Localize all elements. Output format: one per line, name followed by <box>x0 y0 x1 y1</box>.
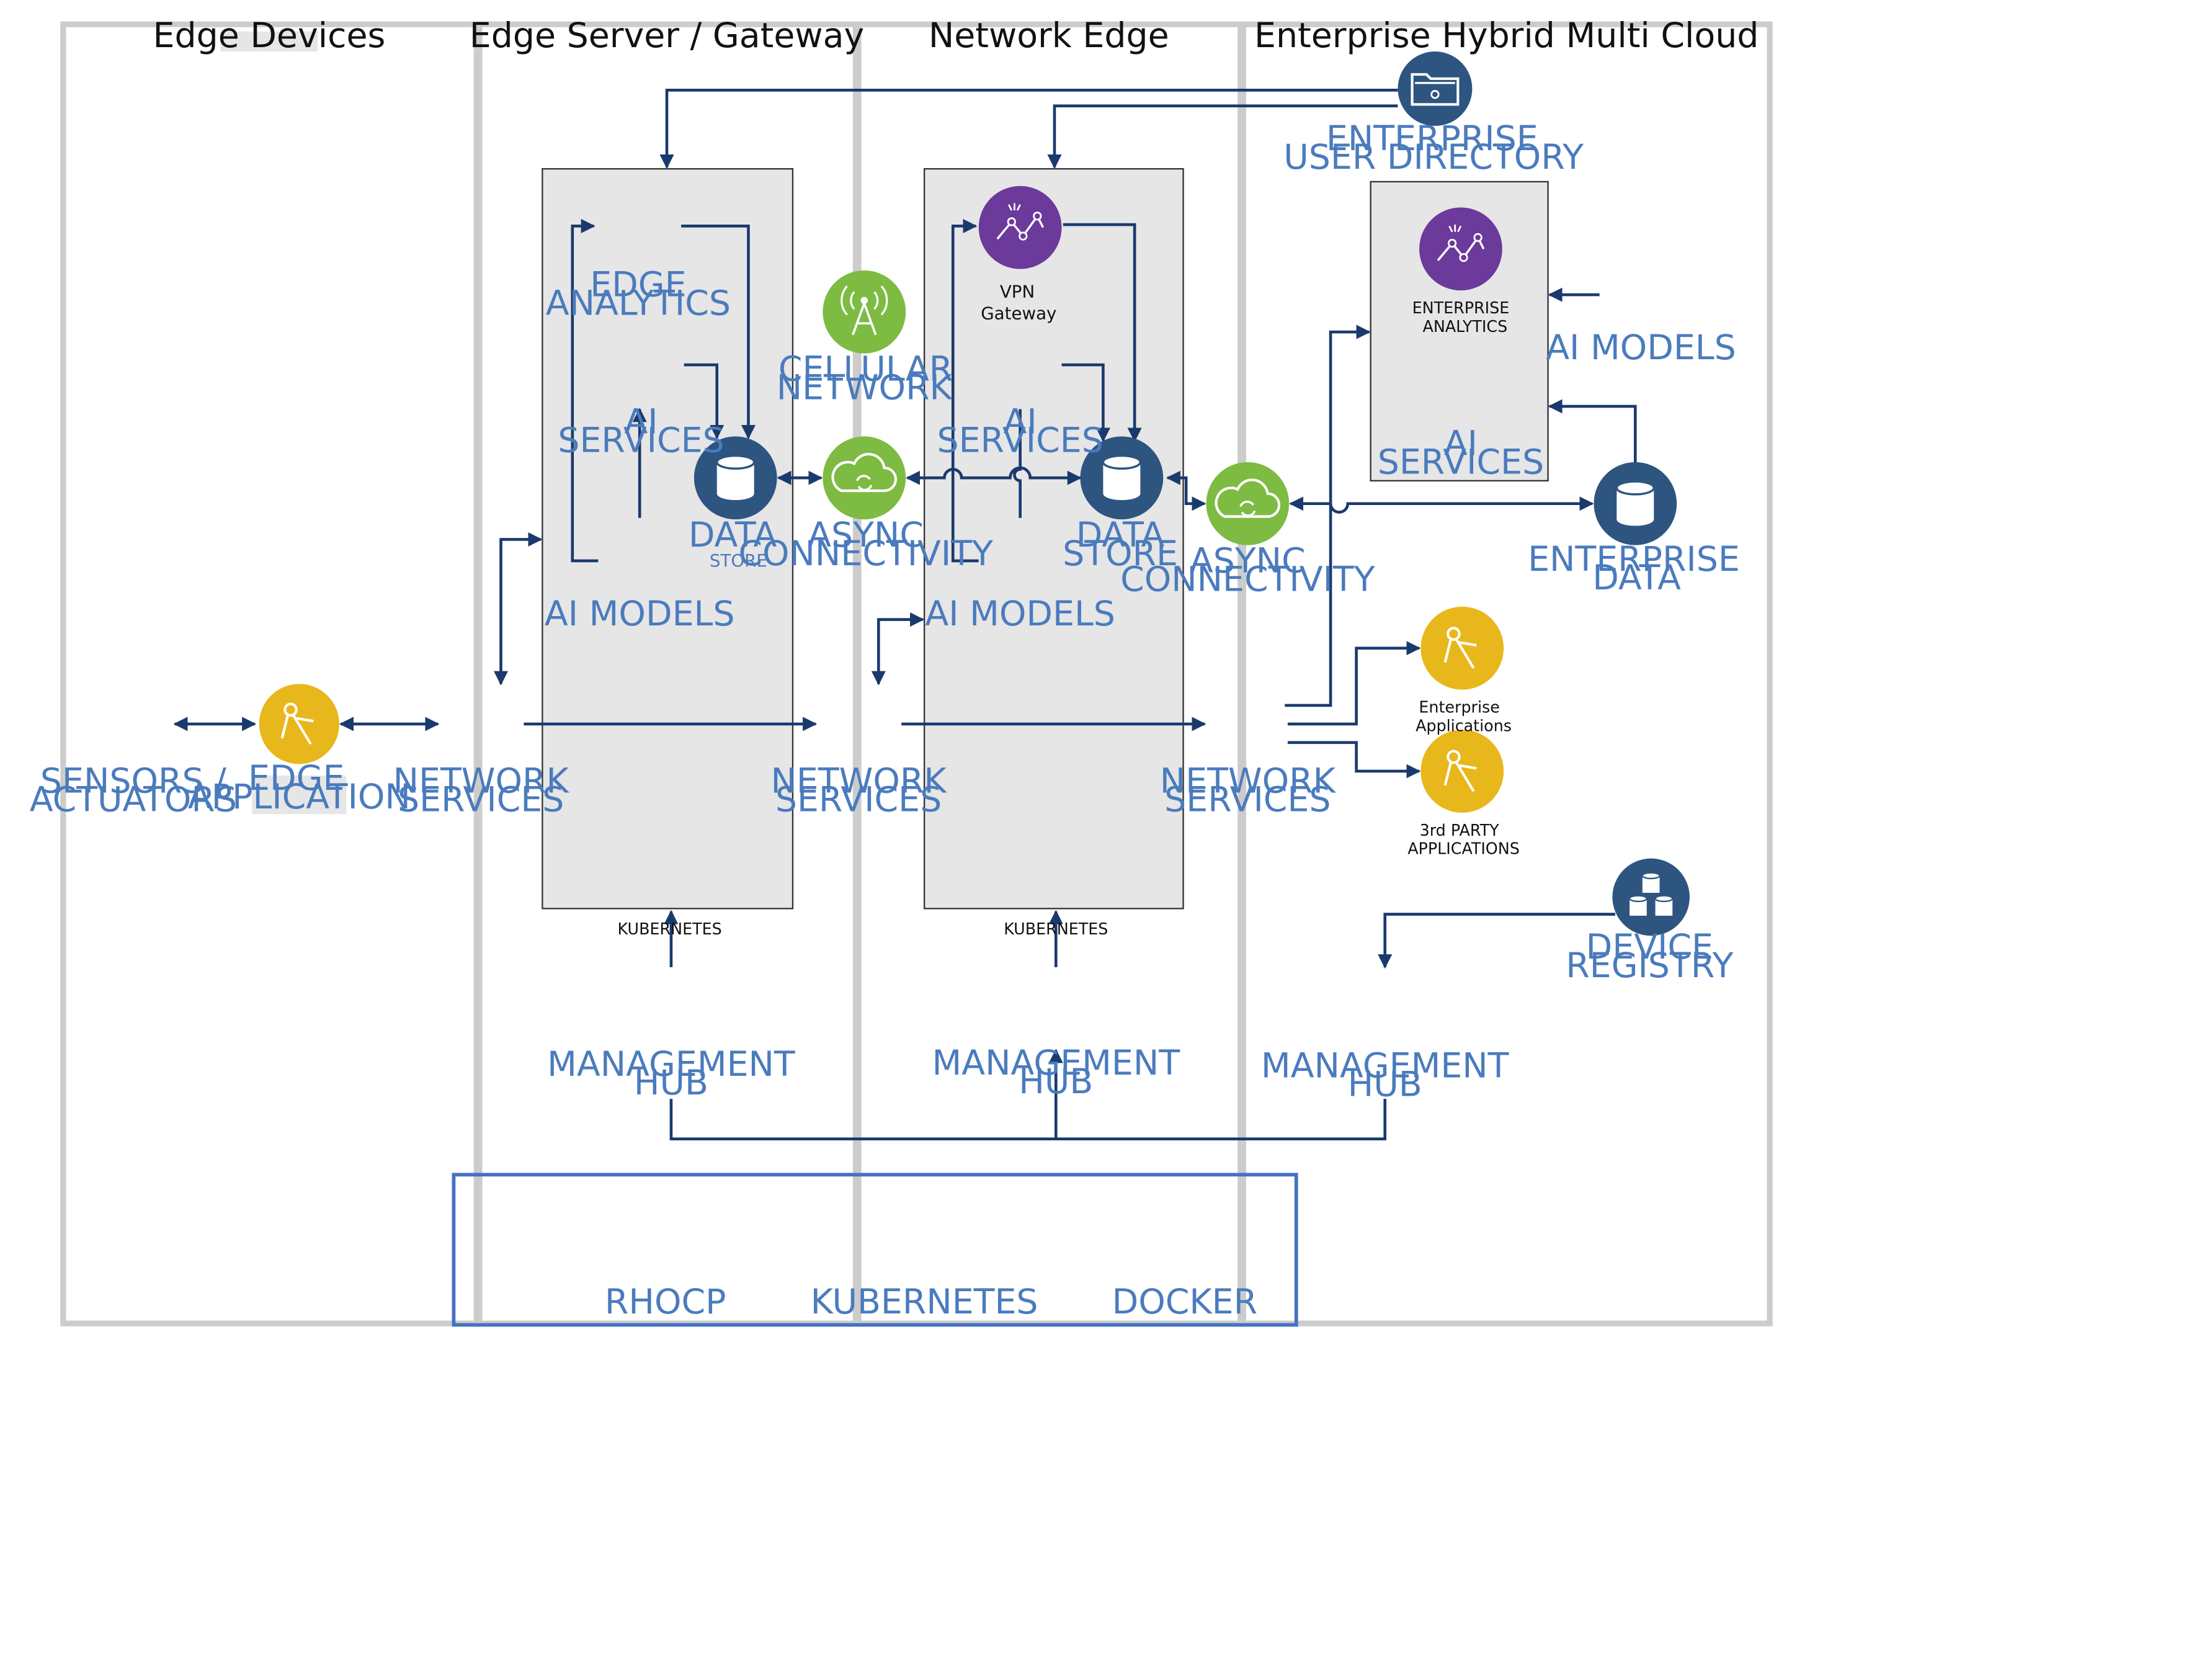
connector-vpn-loop <box>951 218 979 563</box>
connector-directory-network-edge <box>1047 104 1398 169</box>
ai-models-label-3: AI MODELS <box>1546 328 1736 368</box>
edge-application-icon <box>259 684 339 764</box>
connector-registry-mgmt <box>1378 913 1615 969</box>
column-header-edge-server: Edge Server / Gateway <box>470 16 865 56</box>
async-connectivity-icon <box>823 436 906 520</box>
network-services-label-1: NETWORKSERVICES <box>393 762 570 820</box>
management-hub-label-1: MANAGEMENTHUB <box>547 1045 795 1103</box>
column-hybrid-cloud <box>1240 21 1773 1326</box>
docker-label: DOCKER <box>1112 1282 1257 1322</box>
enterprise-data-label: ENTERPRISEDATA <box>1528 540 1740 598</box>
ai-models-label-1: AI MODELS <box>545 594 735 634</box>
kubernetes-platform-label: KUBERNETES <box>811 1282 1038 1322</box>
connector-netsvc-third-party <box>1287 741 1421 779</box>
edge-server-box <box>542 168 794 910</box>
connector-async-enterprise-data <box>1289 496 1594 514</box>
data-store-label-2: DATASTORE <box>1063 516 1178 574</box>
connector-netsvc-enterprise-apps <box>1287 641 1421 726</box>
vpn-gateway-icon <box>978 186 1062 269</box>
column-header-network-edge: Network Edge <box>929 16 1169 56</box>
network-edge-box <box>923 168 1184 910</box>
async-connectivity-label-2: ASYNCCONNECTIVITY <box>1120 541 1375 599</box>
edge-application-label: EDGEAPPLICATION <box>188 759 411 817</box>
third-party-applications-icon <box>1420 730 1504 813</box>
user-directory-label: ENTERPRISEUSER DIRECTORY <box>1283 119 1584 177</box>
column-header-edge-devices: Edge Devices <box>153 16 385 56</box>
edge-analytics-label: EDGEANALYTICS <box>546 265 731 323</box>
connector-async-to-store-2 <box>906 466 1082 485</box>
ai-services-label-3: AISERVICES <box>1378 424 1544 482</box>
cellular-network-label: CELLULARNETWORK <box>777 349 953 408</box>
network-services-label-2: NETWORKSERVICES <box>770 762 947 820</box>
ai-models-label-2: AI MODELS <box>925 594 1115 634</box>
connector-mgmt-bus <box>669 1099 1386 1140</box>
enterprise-data-icon <box>1594 462 1677 545</box>
column-edge-devices <box>60 21 479 1326</box>
device-registry-label: DEVICEREGISTRY <box>1566 928 1733 986</box>
user-directory-icon <box>1398 51 1473 126</box>
connector-store-async-2 <box>1166 470 1206 511</box>
connector-vpn-to-store <box>1063 223 1142 442</box>
data-store-icon <box>693 436 777 520</box>
connector-netsvc-enterprise-analytics <box>1285 324 1371 707</box>
enterprise-analytics-icon <box>1419 207 1502 291</box>
platform-box <box>452 1173 1298 1327</box>
rhocp-label: RHOCP <box>605 1282 726 1322</box>
data-store-icon-2 <box>1080 436 1164 520</box>
kubernetes-label-1: KUBERNETES <box>618 919 722 938</box>
ai-services-label-2: AISERVICES <box>937 403 1103 461</box>
connector-enterprise-data-analytics <box>1548 399 1637 464</box>
device-registry-icon <box>1612 858 1690 936</box>
async-connectivity-label-1: ASYNCCONNECTIVITY <box>738 516 993 574</box>
connector-services-to-store-2 <box>1061 363 1110 442</box>
kubernetes-label-2: KUBERNETES <box>1004 919 1108 938</box>
async-connectivity-icon-2 <box>1206 462 1290 545</box>
connector-netsvc-edge-server <box>493 532 543 686</box>
connector-netsvc-network-edge <box>871 612 925 686</box>
management-hub-label-2: MANAGEMENTHUB <box>932 1044 1180 1102</box>
connector-directory-edge-server <box>659 88 1398 169</box>
ai-services-label-1: AISERVICES <box>558 403 724 461</box>
enterprise-applications-icon <box>1420 606 1504 690</box>
management-hub-label-3: MANAGEMENTHUB <box>1261 1046 1509 1104</box>
column-header-hybrid-cloud: Enterprise Hybrid Multi Cloud <box>1254 16 1759 56</box>
connector-analytics-loop <box>571 218 599 563</box>
cellular-network-icon <box>823 270 906 354</box>
connector-services-to-store <box>684 363 725 439</box>
sensors-label: SENSORS /ACTUATORS <box>30 762 237 820</box>
network-services-label-3: NETWORKSERVICES <box>1160 762 1337 820</box>
connector-analytics-to-store <box>681 225 756 439</box>
